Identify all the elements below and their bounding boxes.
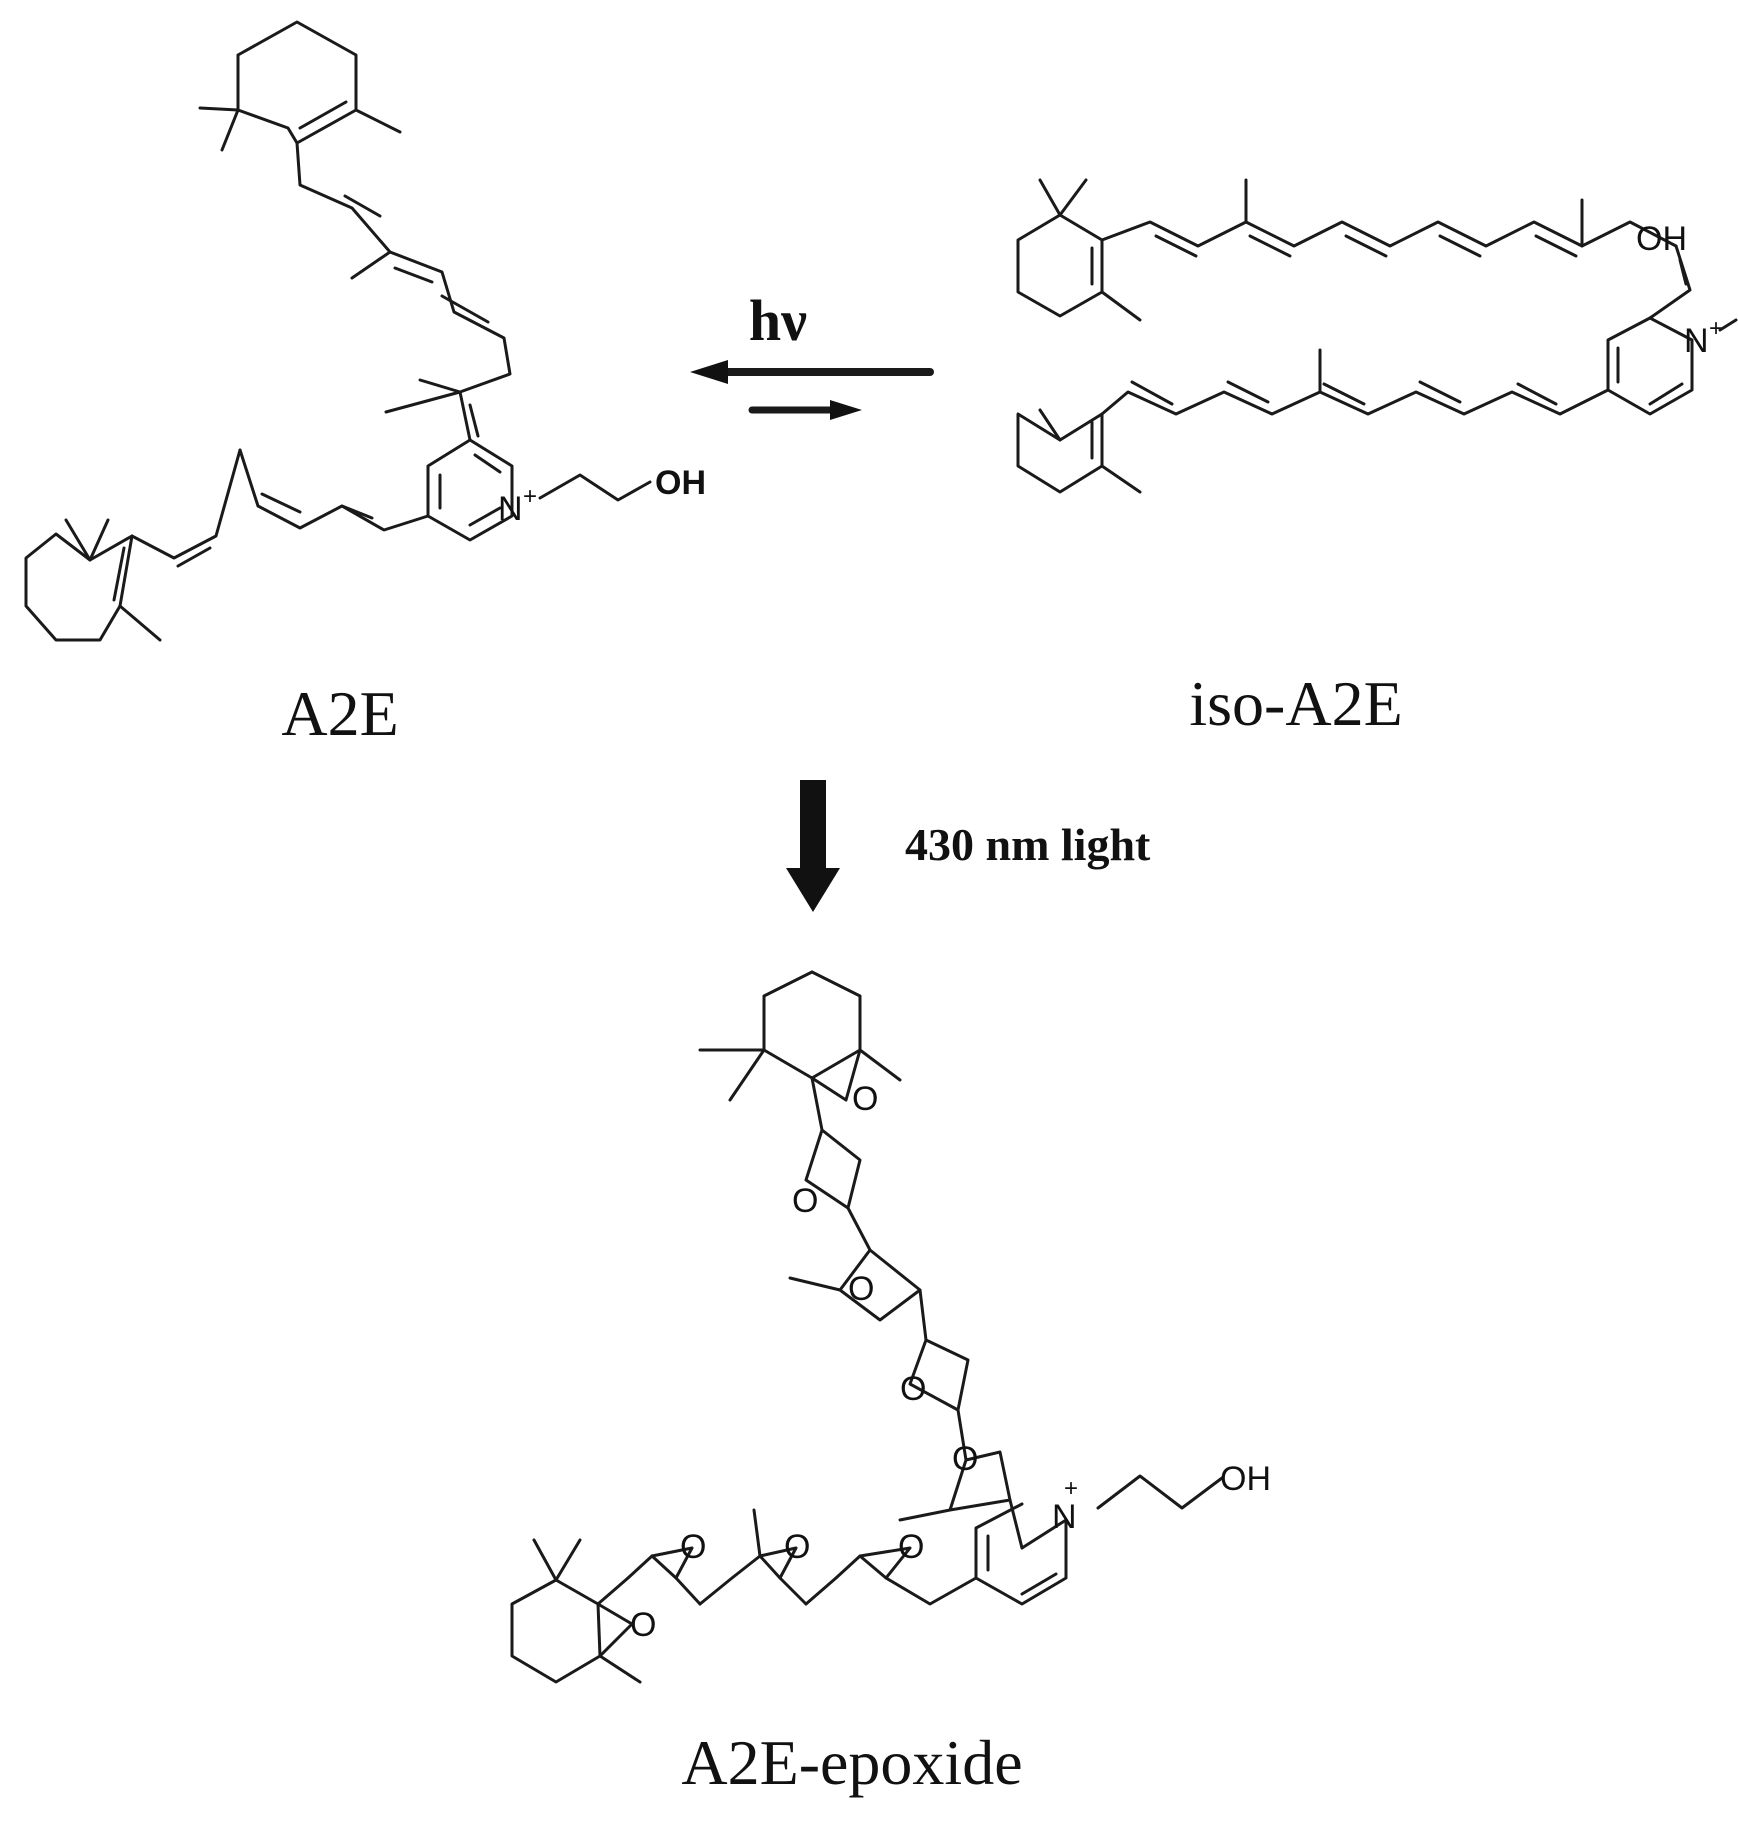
photoisomerization-label: hν	[749, 288, 807, 353]
photooxidation-arrow	[786, 780, 840, 912]
epoxide-oxygen-8: O	[680, 1528, 706, 1566]
a2e-hydroxyl-label: OH	[655, 464, 706, 502]
epoxide-oxygen-labels: O O O O O O O O O	[630, 1080, 978, 1644]
iso-a2e-hydroxyl-label: OH	[1636, 220, 1687, 258]
a2e-nitrogen-label: N	[498, 490, 523, 528]
iso-a2e-structure: N + OH	[1016, 178, 1738, 494]
photooxidation-label: 430 nm light	[905, 819, 1151, 870]
epoxide-oxygen-2: O	[792, 1182, 818, 1220]
epoxide-oxygen-9: O	[630, 1606, 656, 1644]
epoxide-oxygen-6: O	[898, 1528, 924, 1566]
a2e-epoxide-nitrogen-label: N	[1052, 1498, 1077, 1536]
a2e-epoxide-charge-label: +	[1064, 1475, 1078, 1502]
a2e-epoxide-structure: N + OH	[510, 970, 1271, 1684]
a2e-epoxide-caption: A2E-epoxide	[681, 1727, 1022, 1798]
iso-a2e-caption: iso-A2E	[1189, 668, 1402, 739]
a2e-charge-label: +	[523, 483, 537, 510]
a2e-epoxide-hydroxyl-label: OH	[1220, 1460, 1271, 1498]
epoxide-oxygen-3: O	[848, 1270, 874, 1308]
epoxide-oxygen-7: O	[784, 1528, 810, 1566]
iso-a2e-charge-label: +	[1709, 315, 1723, 342]
equilibrium-arrows	[690, 360, 934, 420]
a2e-structure: N + OH	[24, 20, 706, 642]
a2e-caption: A2E	[281, 678, 398, 749]
epoxide-oxygen-5: O	[952, 1440, 978, 1478]
epoxide-oxygen-4: O	[900, 1370, 926, 1408]
epoxide-oxygen-1: O	[852, 1080, 878, 1118]
iso-a2e-nitrogen-label: N	[1684, 322, 1709, 360]
